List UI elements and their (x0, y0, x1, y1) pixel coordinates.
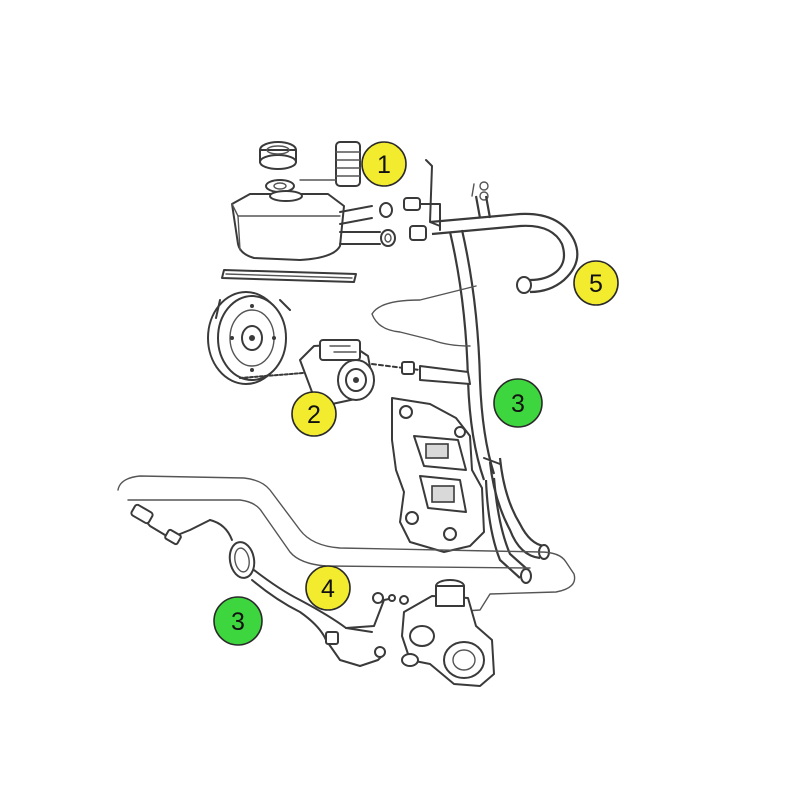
guide-line-upper (371, 285, 477, 347)
cooler-pipes (130, 503, 395, 667)
callout-2-label: 2 (307, 401, 321, 429)
pump-bracket (391, 397, 485, 553)
reservoir-outlet-pipes (339, 202, 396, 247)
lower-hoses (483, 457, 550, 584)
callout-3-upper: 3 (493, 378, 543, 428)
callout-4: 4 (305, 565, 351, 611)
reservoir-assembly (231, 141, 489, 261)
reservoir-filter (299, 141, 361, 187)
callout-3-lower: 3 (213, 596, 263, 646)
callout-2: 2 (291, 391, 337, 437)
guide-line-lower (117, 475, 576, 613)
steering-valve-body (388, 579, 495, 687)
callout-5-label: 5 (589, 270, 603, 298)
callout-3-lower-label: 3 (231, 608, 245, 636)
drive-belt (221, 269, 357, 283)
pump-pulley (207, 291, 317, 385)
callout-5: 5 (573, 260, 619, 306)
hose-fittings (403, 159, 489, 241)
callout-4-label: 4 (321, 575, 335, 603)
guide-line-lower-inner (127, 499, 531, 569)
reservoir-cap (259, 141, 297, 193)
callout-1: 1 (361, 141, 407, 187)
return-hose (429, 195, 579, 294)
callout-1-label: 1 (377, 151, 391, 179)
reservoir-tank (231, 190, 345, 261)
power-steering-pump (299, 339, 471, 405)
callout-3-upper-label: 3 (511, 390, 525, 418)
